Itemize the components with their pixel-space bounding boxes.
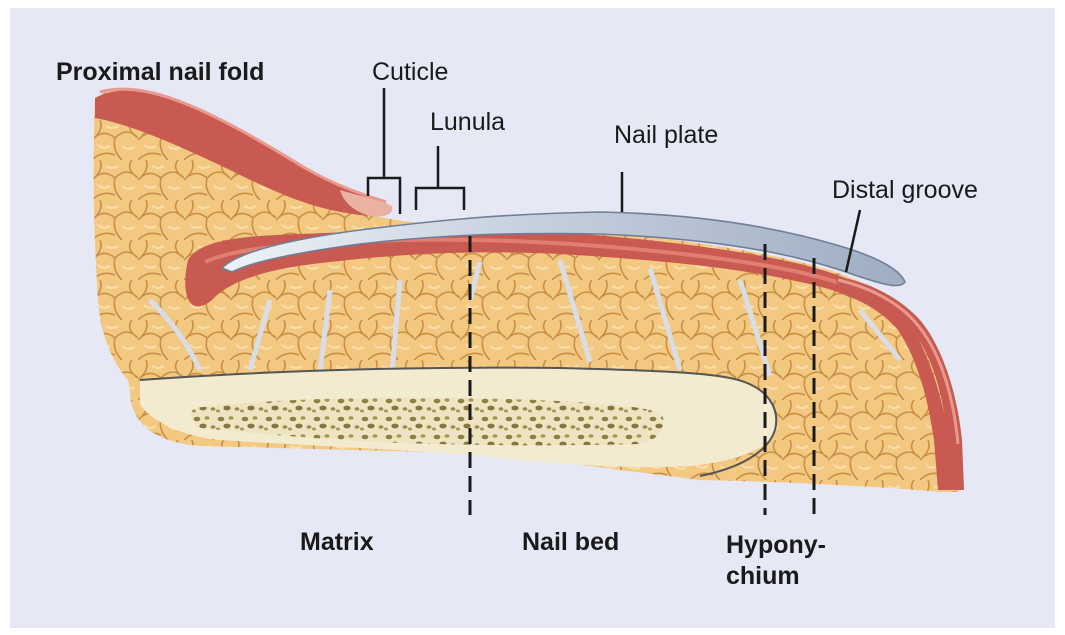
label-cuticle: Cuticle	[372, 60, 448, 85]
label-hyponychium: Hypony- chium	[726, 530, 826, 591]
label-nail-plate: Nail plate	[614, 123, 718, 148]
label-matrix: Matrix	[300, 530, 374, 555]
label-nail-bed: Nail bed	[522, 530, 619, 555]
label-hyponychium-line2: chium	[726, 561, 826, 592]
label-lunula: Lunula	[430, 110, 505, 135]
label-distal-groove: Distal groove	[832, 178, 978, 203]
label-hyponychium-line1: Hypony-	[726, 530, 826, 561]
label-proximal-nail-fold: Proximal nail fold	[56, 60, 264, 85]
